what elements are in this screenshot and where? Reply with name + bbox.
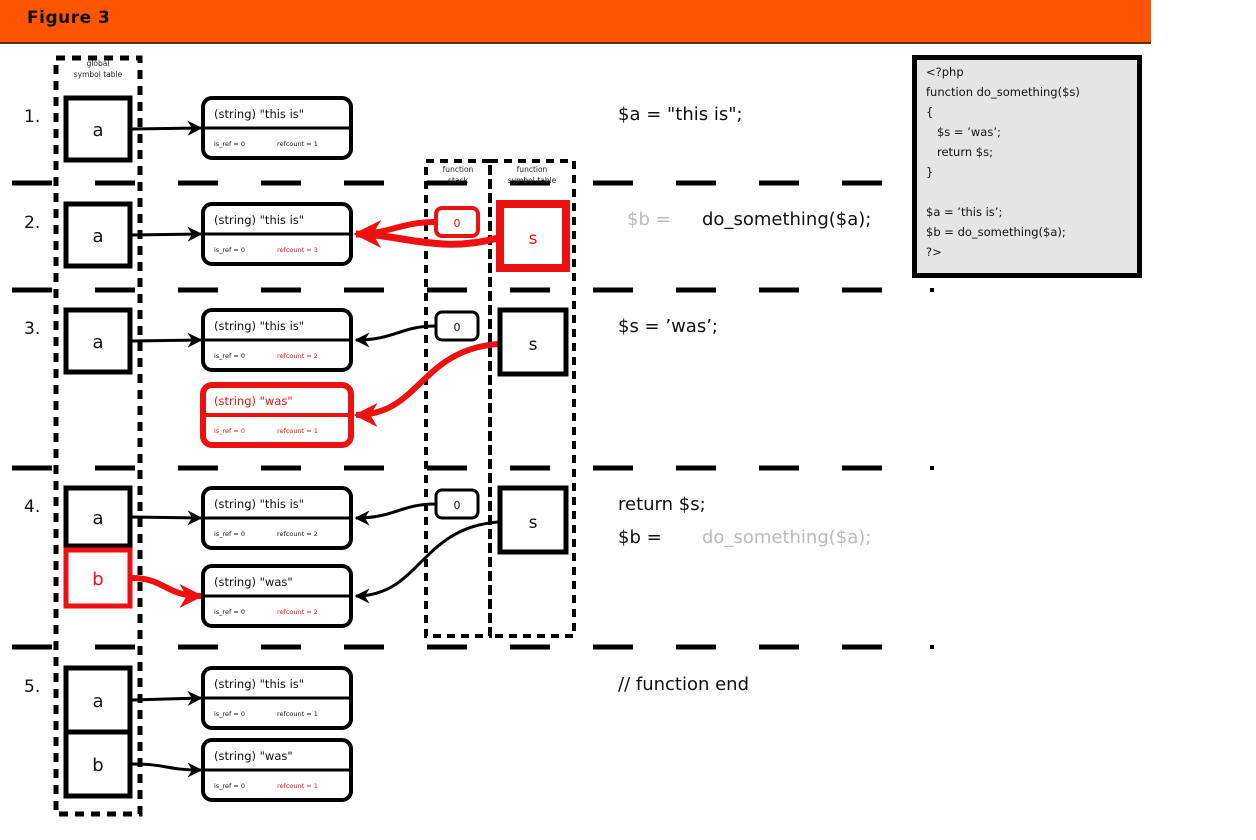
symbol-name: b bbox=[92, 755, 103, 776]
function-symbol-table-label: symbol table bbox=[508, 176, 557, 185]
symbol-name: a bbox=[92, 120, 103, 141]
stack-slot bbox=[434, 310, 480, 342]
code-statement: $b = bbox=[618, 527, 662, 548]
separator-dot bbox=[930, 288, 934, 292]
zval-refcount: refcount = 1 bbox=[277, 140, 318, 148]
zval-is-ref: is_ref = 0 bbox=[214, 530, 245, 538]
function-stack-label: function bbox=[443, 165, 474, 174]
zval-value: (string) "was" bbox=[214, 394, 293, 408]
zval-is-ref: is_ref = 0 bbox=[214, 140, 245, 148]
source-code-panel: <?php function do_something($s) { $s = ’wa… bbox=[912, 55, 1142, 278]
zval-is-ref: is_ref = 0 bbox=[214, 608, 245, 616]
zval-refcount: refcount = 3 bbox=[277, 246, 318, 254]
symbol-box-b bbox=[63, 729, 133, 799]
zval-refcount: refcount = 1 bbox=[277, 710, 318, 718]
separator-dot bbox=[930, 466, 934, 470]
function-stack-frame bbox=[424, 159, 492, 638]
step-number: 1. bbox=[24, 107, 40, 127]
stack-reference-arrow bbox=[354, 324, 437, 348]
source-code-line: ?> bbox=[926, 245, 942, 259]
zval-refcount: refcount = 1 bbox=[277, 782, 318, 790]
zval-value: (string) "this is" bbox=[214, 213, 304, 227]
zval-is-ref: is_ref = 0 bbox=[214, 710, 245, 718]
zval-value: (string) "was" bbox=[214, 749, 293, 763]
figure-title: Figure 3 bbox=[27, 8, 111, 28]
source-code-line: return $s; bbox=[926, 145, 993, 159]
code-statement: // function end bbox=[618, 674, 749, 695]
reference-arrow bbox=[131, 762, 203, 778]
reference-arrow bbox=[131, 510, 203, 526]
zval-value: (string) "this is" bbox=[214, 677, 304, 691]
code-statement: return $s; bbox=[618, 494, 706, 515]
function-symbol-name: s bbox=[529, 229, 538, 249]
zval-value: (string) "this is" bbox=[214, 497, 304, 511]
code-statement: do_something($a); bbox=[702, 527, 871, 548]
stack-reference-arrow bbox=[354, 502, 437, 526]
zval-refcount: refcount = 2 bbox=[277, 530, 318, 538]
function-stack-label: stack bbox=[448, 176, 469, 185]
stack-slot bbox=[434, 206, 480, 238]
function-symbol-reference-arrow bbox=[354, 520, 499, 604]
zval-is-ref: is_ref = 0 bbox=[214, 246, 245, 254]
zval-is-ref: is_ref = 0 bbox=[214, 782, 245, 790]
function-symbol-table-label: function bbox=[517, 165, 548, 174]
code-statement: $a = "this is"; bbox=[618, 104, 743, 125]
stack-value: 0 bbox=[454, 499, 461, 512]
code-statement: $s = ’was’; bbox=[618, 316, 718, 337]
zval-value: (string) "was" bbox=[214, 575, 293, 589]
separator-dot bbox=[930, 645, 934, 649]
zval-refcount: refcount = 1 bbox=[277, 427, 318, 435]
symbol-name: a bbox=[92, 226, 103, 247]
zval-value: (string) "this is" bbox=[214, 319, 304, 333]
reference-arrow bbox=[131, 120, 203, 136]
zval-is-ref: is_ref = 0 bbox=[214, 427, 245, 435]
step-number: 2. bbox=[24, 213, 40, 233]
code-statement: $b = bbox=[627, 209, 671, 230]
function-symbol-box-s bbox=[497, 485, 569, 555]
zval-value: (string) "this is" bbox=[214, 107, 304, 121]
reference-arrow bbox=[131, 332, 203, 348]
source-code-line: { bbox=[926, 105, 934, 119]
step-number: 3. bbox=[24, 319, 40, 339]
symbol-box-a bbox=[63, 307, 133, 375]
stack-value: 0 bbox=[454, 321, 461, 334]
symbol-box-a bbox=[63, 95, 133, 163]
source-code-line: } bbox=[926, 165, 934, 179]
function-symbol-table-frame bbox=[488, 159, 576, 638]
function-symbol-box-s bbox=[497, 307, 569, 377]
function-symbol-reference-arrow bbox=[353, 341, 499, 427]
function-symbol-reference-arrow bbox=[353, 220, 499, 249]
zval-refcount: refcount = 2 bbox=[277, 352, 318, 360]
symbol-name: a bbox=[92, 332, 103, 353]
reference-arrow bbox=[131, 575, 204, 608]
global-symbol-table-frame bbox=[53, 55, 143, 817]
global-symbol-table-label: symbol table bbox=[74, 70, 123, 79]
function-symbol-box-s bbox=[496, 200, 570, 272]
code-statement: do_something($a); bbox=[702, 209, 871, 230]
reference-arrow bbox=[131, 226, 203, 242]
stack-value: 0 bbox=[454, 217, 461, 230]
step-number: 4. bbox=[24, 497, 40, 517]
source-code-line: function do_something($s) bbox=[926, 85, 1080, 99]
zval-refcount: refcount = 2 bbox=[277, 608, 318, 616]
source-code-line: $s = ’was’; bbox=[926, 125, 1001, 139]
figure-header: Figure 3 bbox=[0, 0, 1151, 44]
reference-arrow bbox=[131, 690, 203, 706]
symbol-box-a bbox=[63, 485, 133, 549]
source-code-line: $a = ’this is’; bbox=[926, 205, 1003, 219]
source-code-line: $b = do_something($a); bbox=[926, 225, 1066, 239]
symbol-box-a bbox=[63, 201, 133, 269]
zval-is-ref: is_ref = 0 bbox=[214, 352, 245, 360]
symbol-name: a bbox=[92, 508, 103, 529]
function-symbol-name: s bbox=[529, 513, 538, 533]
symbol-name: a bbox=[92, 691, 103, 712]
stack-slot bbox=[434, 488, 480, 520]
source-code-line: <?php bbox=[926, 65, 964, 79]
symbol-name: b bbox=[92, 569, 103, 590]
step-number: 5. bbox=[24, 677, 40, 697]
symbol-box-b bbox=[63, 547, 133, 609]
global-symbol-table-label: global bbox=[87, 59, 110, 68]
function-symbol-name: s bbox=[529, 335, 538, 355]
